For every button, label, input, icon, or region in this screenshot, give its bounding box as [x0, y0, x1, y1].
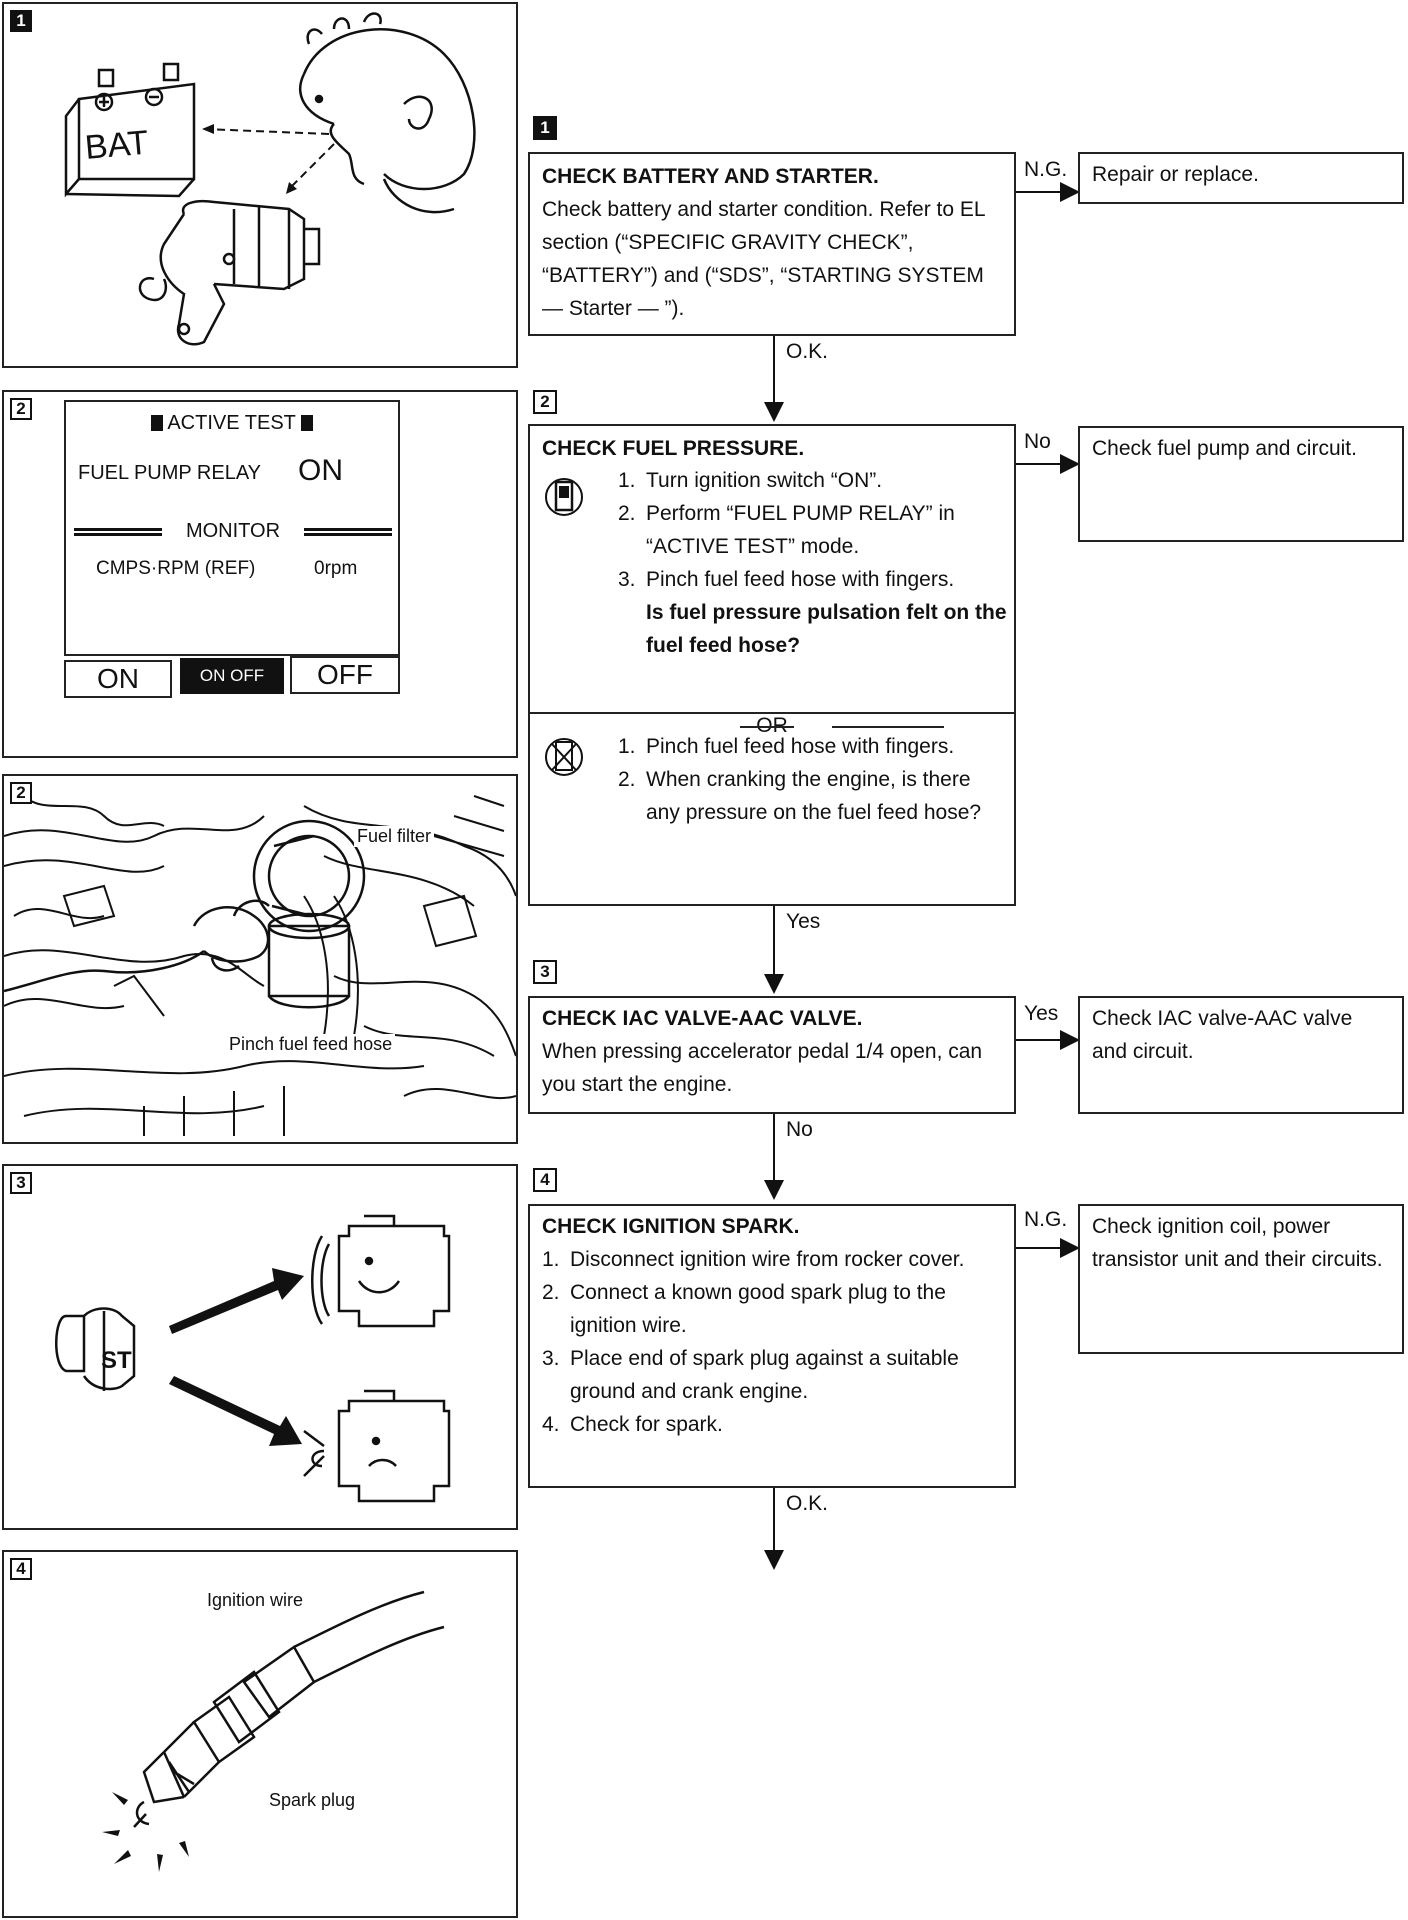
result-text: Check ignition coil, power transistor un… [1092, 1215, 1383, 1271]
monitor-label: MONITOR [185, 520, 281, 542]
starter-motor-icon [138, 199, 321, 346]
ng-label: N.G. [1024, 158, 1068, 181]
list-item: 3.Place end of spark plug against a suit… [542, 1347, 959, 1403]
spark-plug-label: Spark plug [266, 1790, 359, 1811]
no-label: No [786, 1118, 813, 1141]
step-number: 4 [533, 1168, 557, 1192]
ng-label: N.G. [1024, 1208, 1068, 1231]
step-title: CHECK IAC VALVE-AAC VALVE. [542, 1007, 863, 1030]
instruction-list: 1.Disconnect ignition wire from rocker c… [542, 1243, 1002, 1441]
panel-number: 4 [10, 1558, 32, 1580]
or-divider [530, 712, 1014, 714]
illustration-panel-active-test: 2 ACTIVE TEST FUEL PUMP RELAY ON MONITOR… [2, 390, 518, 758]
panel-number: 3 [10, 1172, 32, 1194]
illustration-panel-spark-plug: 4 Ignition wire Spark plug [2, 1550, 518, 1918]
pinch-hose-label: Pinch fuel feed hose [226, 1034, 396, 1055]
step-number: 3 [533, 960, 557, 984]
engine-running-icon [311, 1214, 451, 1328]
step-box-ignition-spark: CHECK IGNITION SPARK. 1.Disconnect ignit… [528, 1204, 1016, 1488]
key-engine-drawing: ST [55, 1214, 451, 1503]
yes-label: Yes [1024, 1002, 1059, 1025]
result-text: Repair or replace. [1092, 163, 1259, 186]
cmps-value: 0rpm [314, 558, 358, 579]
result-box: Check fuel pump and circuit. [1078, 426, 1404, 542]
consult-screen: ACTIVE TEST FUEL PUMP RELAY ON MONITOR C… [64, 400, 400, 656]
battery-icon: BAT [64, 62, 196, 198]
ok-label: O.K. [786, 340, 829, 363]
result-text: Check fuel pump and circuit. [1092, 437, 1357, 460]
panel-number: 2 [10, 782, 32, 804]
off-button[interactable]: OFF [290, 656, 400, 694]
no-consult-icon [545, 738, 583, 776]
step-title: CHECK FUEL PRESSURE. [542, 437, 805, 460]
fuel-filter-icon [252, 819, 366, 1009]
list-item: 3.Pinch fuel feed hose with fingers. [618, 568, 955, 591]
step-box-battery-starter: CHECK BATTERY AND STARTER. Check battery… [528, 152, 1016, 336]
marker-icon [150, 415, 163, 431]
step-box-fuel-pressure: CHECK FUEL PRESSURE. 1.Turn ignition swi… [528, 424, 1016, 906]
panel-number: 2 [10, 398, 32, 420]
lcd-header: ACTIVE TEST [167, 412, 296, 434]
battery-starter-drawing: BAT [64, 12, 476, 346]
list-item: 1.Turn ignition switch “ON”. [618, 469, 883, 492]
spark-plug-drawing [102, 1590, 445, 1872]
no-label: No [1024, 430, 1051, 453]
list-item: 4.Check for spark. [542, 1413, 723, 1436]
step-body: When pressing accelerator pedal 1/4 open… [542, 1040, 983, 1096]
result-box: Check IAC valve-AAC valve and circuit. [1078, 996, 1404, 1114]
step-title: CHECK IGNITION SPARK. [542, 1215, 800, 1238]
result-box: Check ignition coil, power transistor un… [1078, 1204, 1404, 1354]
key-label: ST [101, 1347, 132, 1374]
equals-divider [303, 527, 392, 536]
step-number: 1 [533, 116, 557, 140]
list-item: 2.Perform “FUEL PUMP RELAY” in “ACTIVE T… [618, 502, 955, 558]
ignition-wire-label: Ignition wire [204, 1590, 307, 1611]
step-title: CHECK BATTERY AND STARTER. [542, 165, 879, 188]
arrow-icon [169, 1268, 304, 1446]
list-item: 1.Pinch fuel feed hose with fingers. [618, 735, 955, 758]
mechanic-icon [299, 12, 476, 214]
equals-divider [74, 527, 162, 536]
ok-label: O.K. [786, 1492, 829, 1515]
instruction-list-b: 1.Pinch fuel feed hose with fingers. 2.W… [618, 730, 1008, 829]
on-button[interactable]: ON [64, 660, 172, 698]
question-text: Is fuel pressure pulsation felt on the f… [646, 601, 1007, 657]
engine-stalled-icon [303, 1389, 451, 1503]
step-box-iac-valve: CHECK IAC VALVE-AAC VALVE. When pressing… [528, 996, 1016, 1114]
yes-label: Yes [786, 910, 821, 933]
cmps-label: CMPS·RPM (REF) [96, 558, 256, 579]
spark-plug-icon [133, 1670, 281, 1828]
step-body: Check battery and starter condition. Ref… [542, 198, 985, 320]
ignition-key-icon [55, 1307, 136, 1391]
relay-value: ON [298, 454, 343, 487]
result-box: Repair or replace. [1078, 152, 1404, 204]
instruction-list-a: 1.Turn ignition switch “ON”. 2.Perform “… [618, 464, 1008, 662]
relay-label: FUEL PUMP RELAY [78, 462, 262, 484]
illustration-panel-fuel-hose: Fuel filter Pinch fuel feed hose 2 [2, 774, 518, 1144]
or-label: OR [748, 714, 796, 737]
illustration-panel-ignition-key: 3 ST [2, 1164, 518, 1530]
fuel-filter-label: Fuel filter [354, 826, 435, 847]
list-item: 2.Connect a known good spark plug to the… [542, 1281, 946, 1337]
on-off-button[interactable]: ON OFF [180, 658, 284, 694]
list-item: Is fuel pressure pulsation felt on the f… [618, 596, 1008, 662]
list-item: 1.Disconnect ignition wire from rocker c… [542, 1248, 965, 1271]
list-item: 2.When cranking the engine, is there any… [618, 768, 982, 824]
result-text: Check IAC valve-AAC valve and circuit. [1092, 1007, 1353, 1063]
ignition-wire-icon [242, 1590, 445, 1719]
illustration-panel-battery-starter: 1 BAT [2, 2, 518, 368]
panel-number: 1 [10, 10, 32, 32]
marker-icon [301, 415, 314, 431]
step-number: 2 [533, 390, 557, 414]
svg-text:BAT: BAT [83, 124, 150, 167]
consult-icon [545, 478, 583, 516]
hand-icon [4, 899, 270, 993]
spark-icon [102, 1792, 189, 1872]
engine-bay-drawing [4, 795, 516, 1136]
